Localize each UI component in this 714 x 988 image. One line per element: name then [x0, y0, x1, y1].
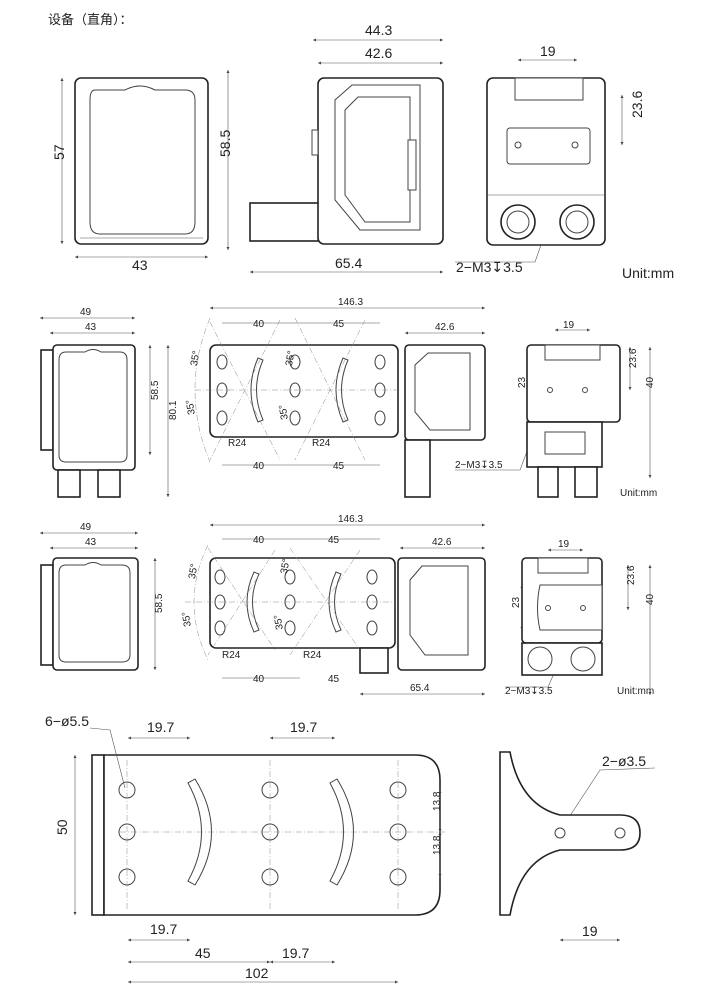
dim-label: 45 — [333, 319, 345, 330]
dim-length: 65.4 — [335, 255, 362, 271]
dim-label: 40 — [253, 674, 265, 685]
dim-height: 57 — [51, 144, 67, 160]
dim-label: 23.6 — [626, 565, 637, 585]
section-bracket-mount-b: 49 43 58.5 146.3 40 45 42.6 35° 35° 35° … — [40, 514, 656, 697]
dim-label: 45 — [328, 535, 340, 546]
dim-label: 19 — [558, 539, 570, 550]
dim-label: 146.3 — [338, 514, 363, 525]
dim-depth-overall: 44.3 — [365, 22, 392, 38]
dim-depth: 42.6 — [365, 45, 392, 61]
radius-label: R24 — [228, 438, 247, 449]
dim-label: 42.6 — [435, 322, 455, 333]
angle-label: 35° — [189, 350, 202, 367]
dim-label: 80.1 — [168, 400, 179, 420]
angle-label: 35° — [272, 614, 285, 631]
dim-label: 146.3 — [338, 297, 363, 308]
unit-label: Unit:mm — [620, 488, 657, 499]
dim-label: 40 — [645, 593, 656, 605]
dim-label: 45 — [195, 945, 211, 961]
angle-label: 35° — [279, 558, 292, 575]
dim-label: 58.5 — [150, 380, 161, 400]
drawing-title: 设备（直角）： — [48, 12, 133, 27]
thread-callout: 2−M3↧3.5 — [455, 460, 503, 471]
section-bracket-mount-a: 49 43 58.5 80.1 146.3 40 45 42.6 35° 35°… — [40, 297, 657, 499]
dim-hole-height: 23.6 — [629, 91, 645, 118]
dim-label: 102 — [245, 965, 269, 981]
dim-label: 49 — [80, 522, 92, 533]
dim-label: 19.7 — [150, 921, 177, 937]
dim-label: 40 — [253, 535, 265, 546]
unit-label: Unit:mm — [617, 686, 654, 697]
front-view — [74, 77, 209, 245]
connector-icon — [570, 646, 596, 672]
side-view — [249, 77, 444, 245]
radius-label: R24 — [222, 650, 241, 661]
dim-label: 40 — [645, 376, 656, 388]
dim-label: 45 — [328, 674, 340, 685]
dim-height-overall: 58.5 — [217, 130, 233, 157]
dim-label: 19 — [582, 923, 598, 939]
dim-label: 43 — [85, 322, 97, 333]
dim-label: 19 — [563, 320, 575, 331]
dim-label: 58.5 — [154, 593, 165, 613]
back-view — [486, 77, 606, 246]
dim-label: 50 — [54, 819, 70, 835]
dim-label: 40 — [253, 319, 265, 330]
dim-label: 49 — [80, 307, 92, 318]
dim-label: 23 — [517, 376, 528, 388]
dim-label: 19.7 — [290, 719, 317, 735]
angle-label: 35° — [180, 611, 193, 628]
dim-label: 13.8 — [432, 791, 443, 811]
thread-callout: 2−M3↧3.5 — [456, 259, 523, 275]
dim-label: 43 — [85, 537, 97, 548]
dim-hole-spacing: 19 — [540, 43, 556, 59]
dim-label: 23 — [511, 596, 522, 608]
section-bracket-detail: 6−ø5.5 19.7 19.7 50 13.8 13.8 19.7 45 19… — [45, 713, 656, 984]
hole-callout: 2−ø3.5 — [602, 753, 646, 769]
unit-label: Unit:mm — [622, 265, 674, 281]
dim-label: 40 — [253, 461, 265, 472]
angle-label: 35° — [284, 350, 297, 367]
section-right-angle-device: 57 58.5 43 44.3 42.6 65.4 19 23.6 2−M3↧3… — [51, 22, 674, 281]
dim-label: 19.7 — [282, 945, 309, 961]
dim-label: 23.6 — [628, 348, 639, 368]
angle-label: 35° — [277, 404, 290, 421]
dim-label: 42.6 — [432, 537, 452, 548]
angle-label: 35° — [184, 399, 197, 416]
angle-label: 35° — [187, 563, 200, 580]
dim-label: 19.7 — [147, 719, 174, 735]
dim-width: 43 — [132, 257, 148, 273]
radius-label: R24 — [303, 650, 322, 661]
dim-label: 45 — [333, 461, 345, 472]
dim-label: 65.4 — [410, 683, 430, 694]
radius-label: R24 — [312, 438, 331, 449]
dim-label: 13.8 — [432, 835, 443, 855]
connector-icon — [527, 646, 553, 672]
hole-callout: 6−ø5.5 — [45, 713, 89, 729]
thread-callout: 2−M3↧3.5 — [505, 686, 553, 697]
